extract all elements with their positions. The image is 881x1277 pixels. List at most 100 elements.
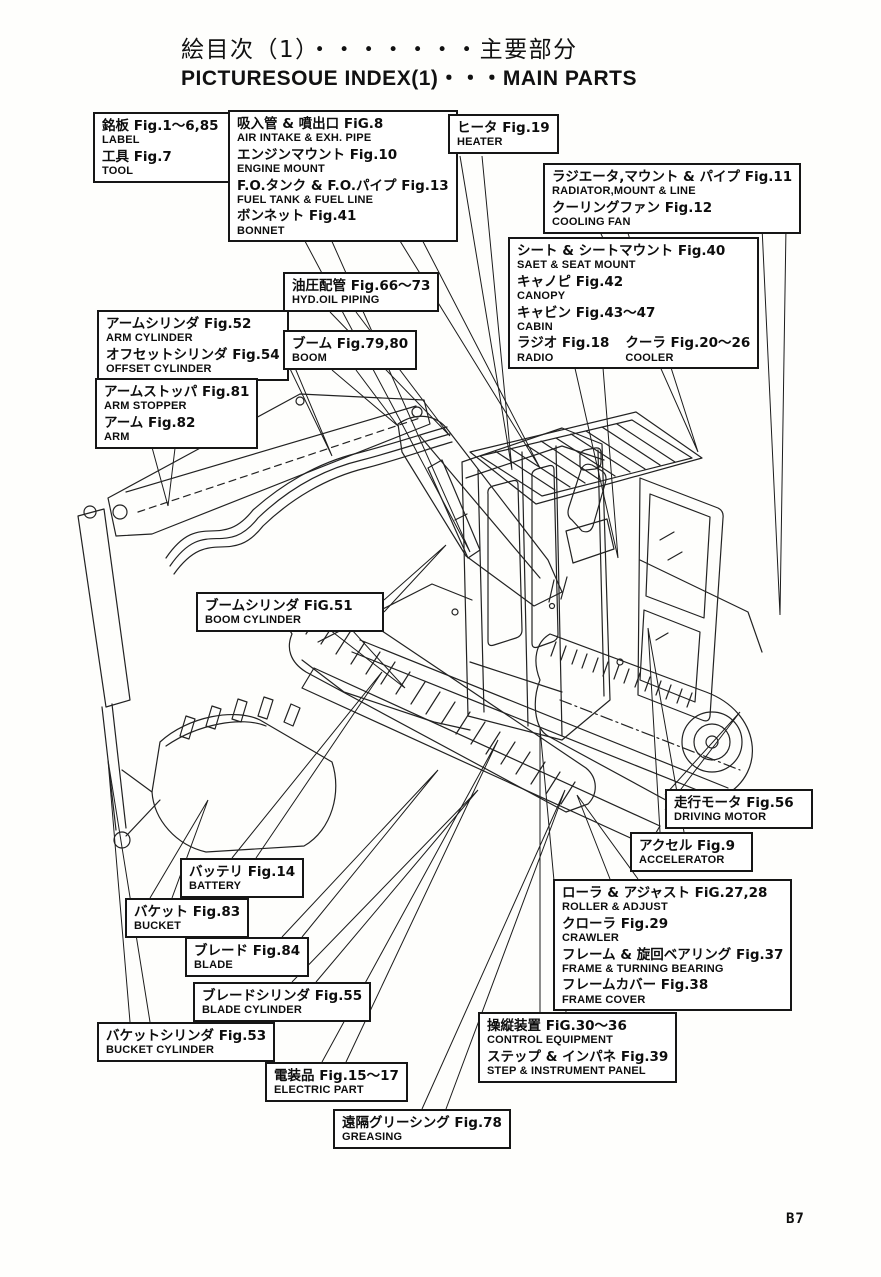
callout-line-jp: ブレードシリンダ Fig.55 (202, 988, 363, 1004)
page-title-jp: 絵目次（1）・・・・・・・主要部分 (181, 37, 578, 63)
callout-line-en: CANOPY (517, 290, 566, 303)
callout-line-jp: ラジオ Fig.18 (517, 335, 610, 352)
callout-line-en: ARM CYLINDER (106, 332, 193, 345)
callout-line-jp: バケットシリンダ Fig.53 (106, 1028, 267, 1044)
page-title: 絵目次（1）・・・・・・・主要部分 PICTURESOUE INDEX(1)・・… (181, 36, 637, 92)
callout-line-jp: 走行モータ Fig.56 (674, 795, 794, 811)
callout-line-jp: 銘板 Fig.1～6,85 (102, 118, 219, 134)
callout-line-en: ARM STOPPER (104, 400, 187, 413)
callout-line-jp: ボンネット Fig.41 (237, 208, 357, 225)
callout-line-en: BATTERY (189, 880, 242, 893)
callout-line-en: GREASING (342, 1131, 403, 1144)
callout-line-jp: ブレード Fig.84 (194, 943, 301, 959)
callout-line-jp: ローラ & アジャスト FiG.27,28 (562, 885, 768, 901)
callout-line-en: ENGINE MOUNT (237, 163, 325, 176)
callout-line-jp: バッテリ Fig.14 (189, 864, 296, 880)
leader-lines (108, 156, 786, 1109)
callout-line-en: BOOM (292, 352, 328, 365)
callout-line-en: RADIATOR,MOUNT & LINE (552, 185, 696, 198)
callout-line-jp: ラジエータ,マウント & パイプ Fig.11 (552, 169, 793, 185)
callout-line-jp: ブームシリンダ FiG.51 (205, 598, 353, 614)
callout-line-jp: アクセル Fig.9 (639, 838, 736, 854)
callout-line-jp: ヒータ Fig.19 (457, 120, 550, 136)
callout-line-en: DRIVING MOTOR (674, 811, 767, 824)
callout-line-en: LABEL (102, 134, 140, 147)
callout-line-en: BUCKET (134, 920, 182, 933)
callout-line-jp: アームストッパ Fig.81 (104, 384, 250, 400)
callout-line-jp: クーラ Fig.20～26 (625, 335, 751, 352)
callout-line-jp: 電装品 Fig.15～17 (274, 1068, 399, 1084)
callout-line-en: ACCELERATOR (639, 854, 725, 867)
callout-line-jp: アームシリンダ Fig.52 (106, 316, 252, 332)
callout-line-en: SAET & SEAT MOUNT (517, 259, 636, 272)
callout-line-jp: オフセットシリンダ Fig.54 (106, 346, 280, 363)
callout-line-en: CONTROL EQUIPMENT (487, 1034, 614, 1047)
callout-line-en: HEATER (457, 136, 503, 149)
callout-line-en: RADIO (517, 351, 554, 364)
callout-line-en: FRAME COVER (562, 993, 646, 1006)
callout-line-en: OFFSET CYLINDER (106, 363, 212, 376)
callout-line-jp: F.O.タンク & F.O.パイプ Fig.13 (237, 177, 449, 194)
callout-line-jp: アーム Fig.82 (104, 414, 196, 431)
page-number: B7 (786, 1211, 805, 1227)
callout-line-en: CRAWLER (562, 932, 620, 945)
callout-line-en: BUCKET CYLINDER (106, 1044, 215, 1057)
callout-line-en: STEP & INSTRUMENT PANEL (487, 1065, 646, 1078)
callout-line-jp: 吸入管 & 噴出口 FiG.8 (237, 116, 384, 132)
callout-line-en: BONNET (237, 224, 285, 237)
callout-line-en: CABIN (517, 320, 553, 333)
callout-line-jp: キャビン Fig.43～47 (517, 304, 656, 321)
callout-line-jp: キャノピ Fig.42 (517, 273, 624, 290)
callout-line-en: FRAME & TURNING BEARING (562, 962, 724, 975)
callout-line-en: ARM (104, 431, 130, 444)
callout-line-en: BOOM CYLINDER (205, 614, 302, 627)
callout-line-en: BLADE (194, 959, 233, 972)
excavator-machine (78, 394, 762, 852)
callout-line-en: TOOL (102, 165, 134, 178)
callout-line-jp: バケット Fig.83 (134, 904, 241, 920)
page-title-en: PICTURESOUE INDEX(1)・・・MAIN PARTS (181, 66, 637, 90)
callout-line-en: HYD.OIL PIPING (292, 294, 380, 307)
callout-line-jp: エンジンマウント Fig.10 (237, 146, 398, 163)
callout-line-jp: フレームカバー Fig.38 (562, 977, 709, 994)
callout-line-jp: クローラ Fig.29 (562, 915, 669, 932)
callout-line-jp: ステップ & インパネ Fig.39 (487, 1048, 669, 1065)
callout-line-en: AIR INTAKE & EXH. PIPE (237, 132, 372, 145)
callout-line-jp: 操縦装置 FiG.30～36 (487, 1018, 627, 1034)
callout-line-en: COOLER (625, 351, 674, 364)
callout-line-jp: 油圧配管 Fig.66～73 (292, 278, 431, 294)
callout-line-en: COOLING FAN (552, 216, 631, 229)
callout-line-en: ELECTRIC PART (274, 1084, 364, 1097)
callout-line-en: ROLLER & ADJUST (562, 901, 668, 914)
callout-line-jp: ブーム Fig.79,80 (292, 336, 409, 352)
callout-line-jp: 遠隔グリーシング Fig.78 (342, 1115, 502, 1131)
callout-line-en: BLADE CYLINDER (202, 1004, 302, 1017)
callout-line-jp: クーリングファン Fig.12 (552, 199, 713, 216)
callout-line-jp: シート & シートマウント Fig.40 (517, 243, 726, 259)
callout-line-en: FUEL TANK & FUEL LINE (237, 193, 374, 206)
callout-line-jp: フレーム & 旋回ベアリング Fig.37 (562, 946, 784, 963)
